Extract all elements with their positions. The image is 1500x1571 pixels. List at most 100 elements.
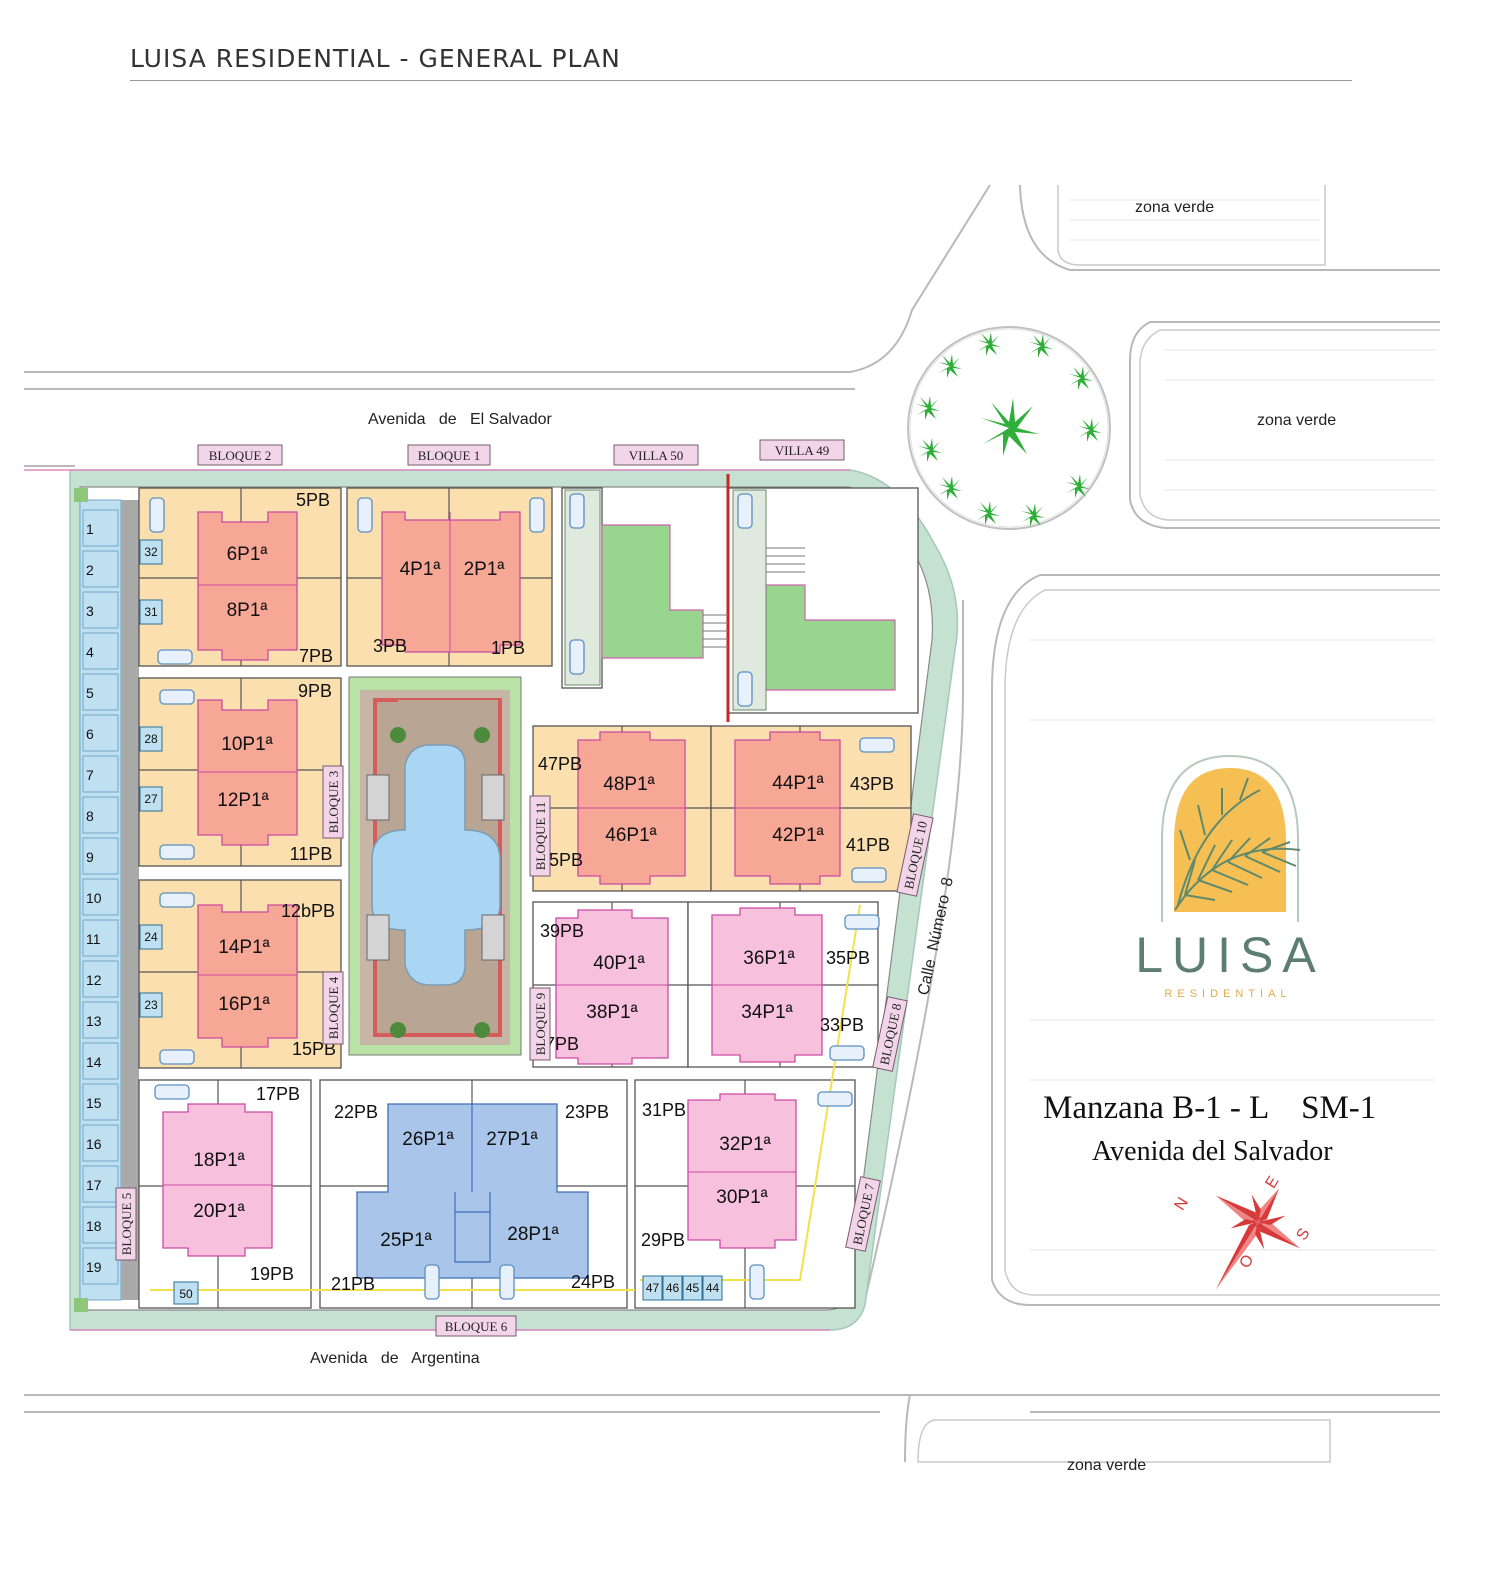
unit-5PB[interactable]: 5PB	[296, 490, 330, 510]
car-icon	[159, 1049, 195, 1065]
unit-12bPB[interactable]: 12bPB	[281, 901, 335, 921]
unit-17PB[interactable]: 17PB	[256, 1084, 300, 1104]
unit-11PB[interactable]: 11PB	[290, 844, 333, 864]
unit-2P1a[interactable]: 2P1ª	[464, 559, 506, 580]
unit-23PB[interactable]: 23PB	[565, 1102, 609, 1122]
unit-40P1a[interactable]: 40P1ª	[593, 953, 645, 974]
parking-slot-number: 28	[144, 732, 158, 746]
unit-43PB[interactable]: 43PB	[850, 774, 894, 794]
parking-slot-24[interactable]	[139, 924, 163, 950]
unit-21PB[interactable]: 21PB	[331, 1274, 375, 1294]
parking-slot-32[interactable]	[139, 539, 163, 565]
unit-14P1a[interactable]: 14P1ª	[218, 937, 270, 958]
unit-26P1a[interactable]: 26P1ª	[402, 1129, 454, 1150]
left-parking-slot[interactable]	[82, 550, 119, 588]
villa-lawns	[601, 524, 896, 691]
unit-27P1a[interactable]: 27P1ª	[486, 1129, 538, 1150]
unit-10P1a[interactable]: 10P1ª	[221, 734, 273, 755]
unit-29PB[interactable]: 29PB	[641, 1230, 685, 1250]
parking-slot-number: 31	[144, 605, 158, 619]
left-parking-slot[interactable]	[82, 878, 119, 916]
unit-39PB[interactable]: 39PB	[540, 921, 584, 941]
unit-41PB[interactable]: 41PB	[846, 835, 890, 855]
unit-3PB[interactable]: 3PB	[373, 636, 407, 656]
unit-47PB[interactable]: 47PB	[538, 754, 582, 774]
unit-48P1a[interactable]: 48P1ª	[603, 774, 655, 795]
left-parking-slot[interactable]	[82, 1042, 119, 1080]
left-parking-slot[interactable]	[82, 1165, 119, 1203]
parking-slot-46[interactable]	[662, 1275, 683, 1301]
block-tag-b11: BLOQUE 11	[529, 795, 551, 877]
parking-slot-number: 27	[144, 792, 158, 806]
left-parking-slot-number: 19	[86, 1259, 102, 1275]
unit-42P1a[interactable]: 42P1ª	[772, 825, 824, 846]
block-tag-label: BLOQUE 11	[533, 802, 548, 871]
left-parking-slot[interactable]	[82, 714, 119, 752]
unit-6P1a[interactable]: 6P1ª	[227, 544, 269, 565]
unit-4P1a[interactable]: 4P1ª	[400, 559, 442, 580]
unit-1PB[interactable]: 1PB	[491, 638, 525, 658]
left-parking-slot[interactable]	[82, 837, 119, 875]
unit-19PB[interactable]: 19PB	[250, 1264, 294, 1284]
parking-slot-28[interactable]	[139, 726, 163, 752]
car-icon	[859, 737, 895, 753]
left-parking-slot[interactable]	[82, 1083, 119, 1121]
unit-35PB[interactable]: 35PB	[826, 948, 870, 968]
unit-8P1a[interactable]: 8P1ª	[227, 600, 269, 621]
left-parking-slot[interactable]	[82, 673, 119, 711]
parking-slot-47[interactable]	[642, 1275, 663, 1301]
unit-12P1a[interactable]: 12P1ª	[217, 790, 269, 811]
unit-7PB[interactable]: 7PB	[299, 646, 333, 666]
unit-28P1a[interactable]: 28P1ª	[507, 1224, 559, 1245]
unit-18P1a[interactable]: 18P1ª	[193, 1150, 245, 1171]
parking-slot-44[interactable]	[702, 1275, 723, 1301]
car-icon	[844, 914, 880, 930]
unit-9PB[interactable]: 9PB	[298, 681, 332, 701]
unit-24PB[interactable]: 24PB	[571, 1272, 615, 1292]
unit-44P1a[interactable]: 44P1ª	[772, 773, 824, 794]
left-parking-slot[interactable]	[82, 1124, 119, 1162]
left-parking-slot[interactable]	[82, 960, 119, 998]
page-title: LUISA RESIDENTIAL - GENERAL PLAN	[130, 44, 621, 73]
left-parking-slot[interactable]	[82, 1001, 119, 1039]
car-icon	[851, 867, 887, 883]
parking-slot-23[interactable]	[139, 992, 163, 1018]
logo-arch-outline	[1161, 754, 1299, 922]
unit-32P1a[interactable]: 32P1ª	[719, 1134, 771, 1155]
left-parking-slot-number: 2	[86, 562, 94, 578]
left-parking-slot[interactable]	[82, 509, 119, 547]
parking-slot-50[interactable]	[173, 1281, 199, 1305]
unit-20P1a[interactable]: 20P1ª	[193, 1201, 245, 1222]
unit-33PB[interactable]: 33PB	[820, 1015, 864, 1035]
unit-46P1a[interactable]: 46P1ª	[605, 825, 657, 846]
left-parking-slot[interactable]	[82, 796, 119, 834]
left-parking-slot[interactable]	[82, 591, 119, 629]
left-parking-slot[interactable]	[82, 755, 119, 793]
left-parking-slot[interactable]	[82, 1247, 119, 1285]
unit-30P1a[interactable]: 30P1ª	[716, 1187, 768, 1208]
left-parking-slot[interactable]	[82, 1206, 119, 1244]
zona-verde-bottom: zona verde	[1067, 1457, 1146, 1474]
unit-22PB[interactable]: 22PB	[334, 1102, 378, 1122]
unit-34P1a[interactable]: 34P1ª	[741, 1002, 793, 1023]
left-parking-slot[interactable]	[82, 632, 119, 670]
left-parking-slot-number: 4	[86, 644, 94, 660]
parking-slot-number: 44	[706, 1281, 720, 1295]
car-icon	[569, 493, 585, 529]
logo-tagline: RESIDENTIAL	[1164, 988, 1291, 1000]
unit-25P1a[interactable]: 25P1ª	[380, 1230, 432, 1251]
block-tag-b2: BLOQUE 2	[197, 444, 283, 466]
left-parking-slot[interactable]	[82, 919, 119, 957]
unit-36P1a[interactable]: 36P1ª	[743, 948, 795, 969]
unit-38P1a[interactable]: 38P1ª	[586, 1002, 638, 1023]
block-tag-b1: BLOQUE 1	[407, 444, 491, 466]
parking-slot-27[interactable]	[139, 786, 163, 812]
parking-slot-31[interactable]	[139, 599, 163, 625]
unit-31PB[interactable]: 31PB	[642, 1100, 686, 1120]
unit-16P1a[interactable]: 16P1ª	[218, 994, 270, 1015]
parking-slot-number: 23	[144, 998, 158, 1012]
parking-slot-45[interactable]	[682, 1275, 703, 1301]
left-parking-slot-number: 6	[86, 726, 94, 742]
